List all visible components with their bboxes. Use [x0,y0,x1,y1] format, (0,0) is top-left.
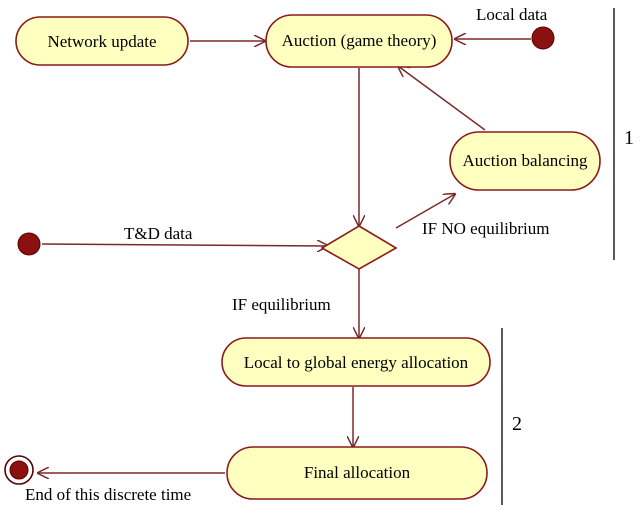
equilibrium-decision-node [320,225,398,270]
local-data-label: Local data [476,5,548,24]
network-update-node [15,16,189,66]
equilibrium-label: IF equilibrium [232,295,331,314]
final-allocation-label: Final allocation [304,463,411,482]
auction-node [265,14,453,68]
end-node-core [9,460,29,480]
flow-balancing-to-auction [398,66,486,131]
local-global-node [221,337,491,387]
section-2-label: 2 [512,413,522,435]
no-equilibrium-label: IF NO equilibrium [422,219,550,238]
flow-td-to-decision [41,244,328,246]
td-data-start-node [17,232,41,256]
flow-decision-to-balancing [395,194,455,229]
network-update-label: Network update [47,32,156,51]
local-global-label: Local to global energy allocation [244,353,469,372]
auction-balancing-node [449,131,601,191]
end-label: End of this discrete time [25,485,191,504]
local-data-start-node [531,26,555,50]
final-allocation-node [226,446,488,500]
td-data-label: T&D data [124,224,193,243]
section-1-label: 1 [624,127,634,149]
auction-label: Auction (game theory) [282,31,437,50]
auction-balancing-label: Auction balancing [462,151,588,170]
